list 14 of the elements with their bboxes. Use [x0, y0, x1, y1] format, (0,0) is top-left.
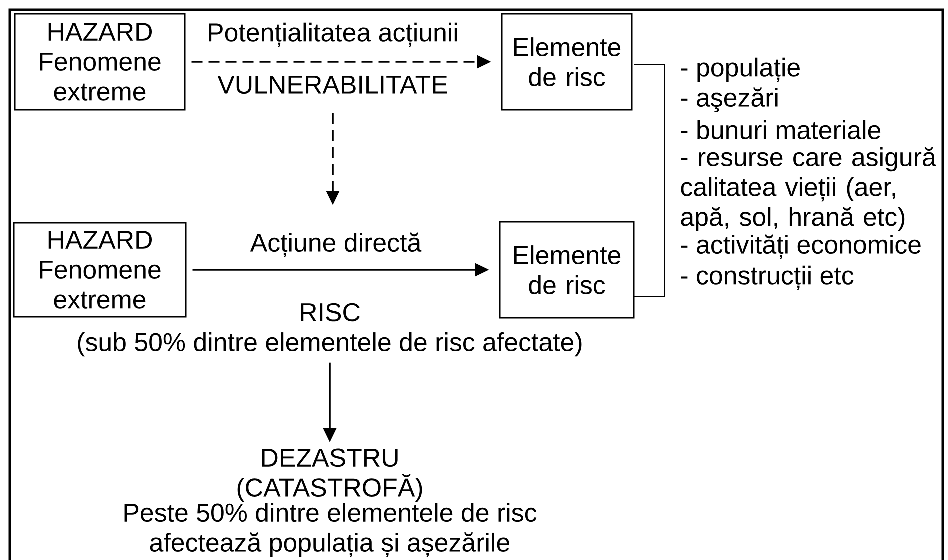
list-item: - aşezări: [681, 88, 778, 112]
process-box: Elemente de risc: [501, 13, 633, 111]
list-item: - construcții etc: [681, 266, 854, 290]
edge-label: Potențialitatea acțiunii: [206, 22, 460, 48]
process-box: Elemente de risc: [499, 221, 635, 319]
process-box: HAZARD Fenomene extreme: [13, 222, 187, 318]
stage-text: DEZASTRU (CATASTROFĂ) Peste 50% dintre elementele de risc afectează populația și așezările: [124, 448, 537, 558]
list-item: - resurse care asigură calitatea vieții (aer, apă, sol, hrană etc): [681, 147, 936, 232]
stage-text: VULNERABILITATE: [218, 76, 448, 94]
list-item: - populație: [681, 58, 800, 82]
list-item: - activități economice: [681, 234, 921, 260]
edge-label: Acțiune directă: [249, 232, 423, 258]
list-item: - bunuri materiale: [681, 120, 881, 140]
process-box: HAZARD Fenomene extreme: [14, 13, 186, 111]
